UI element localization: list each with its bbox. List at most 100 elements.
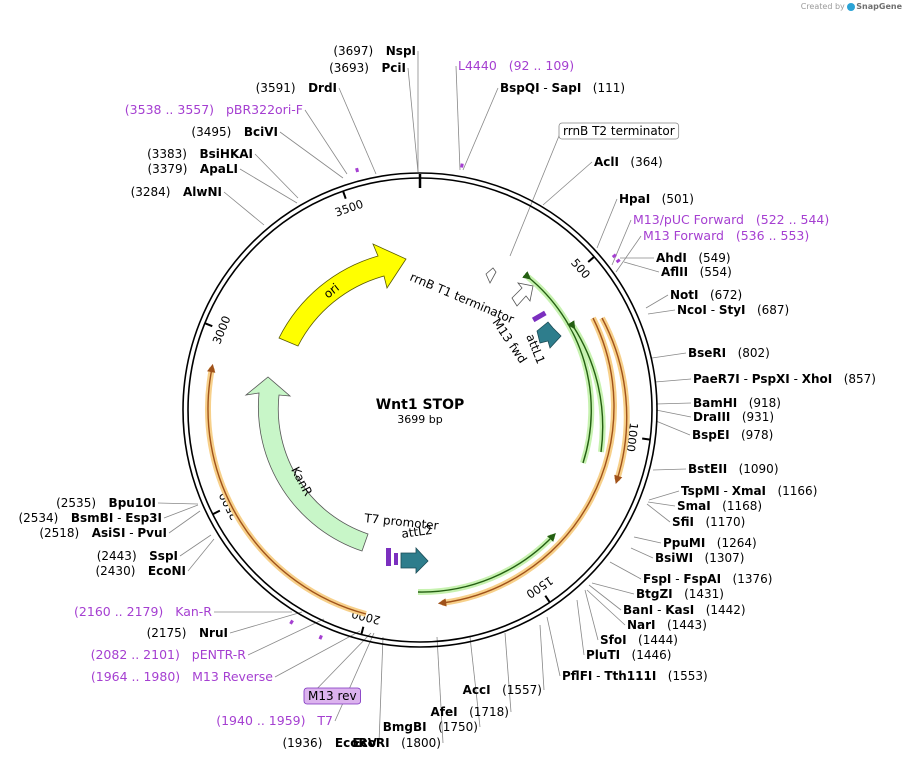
- site-leader-line: [187, 538, 215, 572]
- site-label-text: (2443) SspI: [97, 549, 178, 563]
- site-position: (1431): [673, 587, 724, 601]
- enzyme-name: DraIII: [693, 410, 730, 424]
- site-label-sfoi: SfoI (1444): [600, 633, 678, 647]
- tick-mark: [587, 256, 595, 263]
- site-label-text: BspQI - SapI (111): [500, 81, 625, 95]
- site-leader-line: [655, 409, 692, 418]
- site-label-alwni: (3284) AlwNI: [131, 185, 222, 199]
- enzyme-name: TspMI: [681, 484, 720, 498]
- site-leader-line: [588, 584, 622, 611]
- site-label-rrnb-t2-terminator: rrnB T2 terminator: [558, 122, 680, 140]
- credit-brand: SnapGene: [856, 2, 902, 11]
- site-leader-line: [652, 468, 687, 471]
- site-leader-line: [455, 65, 461, 171]
- site-label-text: DraIII (931): [693, 410, 774, 424]
- site-position: (3693): [329, 61, 369, 75]
- site-leader-line: [655, 420, 691, 436]
- site-label-tspmi-xmai: TspMI - XmaI (1166): [681, 484, 817, 498]
- site-label-text: (3697) NspI: [333, 44, 416, 58]
- enzyme-name: BciVI: [231, 125, 278, 139]
- site-position: -: [720, 484, 732, 498]
- primer-text: T7: [305, 713, 333, 728]
- site-leader-line: [596, 198, 618, 249]
- site-leader-line: [623, 261, 660, 273]
- attL2-label: attL2: [400, 523, 433, 541]
- site-position: -: [790, 372, 802, 386]
- site-label-2082-2101-pentr-r: (2082 .. 2101) pENTR-R: [91, 647, 247, 662]
- enzyme-name: Esp3I: [125, 511, 162, 525]
- site-label-text: (3383) BsiHKAI: [147, 147, 253, 161]
- green-arc-1: [526, 274, 595, 464]
- primer-text: (536 .. 553): [724, 228, 809, 243]
- site-label-text: (1936) EcoRV: [282, 736, 377, 750]
- site-label-ppumi: PpuMI (1264): [663, 536, 757, 550]
- site-label-aflii: AflII (554): [661, 265, 732, 279]
- site-position: -: [740, 372, 752, 386]
- site-leader-line: [615, 235, 642, 273]
- credit-prefix: Created by: [800, 2, 845, 11]
- label-box: [558, 122, 680, 140]
- site-label-text: (3693) PciI: [329, 61, 406, 75]
- tick-label: 3500: [333, 197, 365, 220]
- enzyme-name: BstEII: [688, 462, 727, 476]
- enzyme-name: Bpu10I: [96, 496, 156, 510]
- site-label-text: (2430) EcoNI: [95, 564, 186, 578]
- site-leader-line: [654, 378, 692, 383]
- enzyme-name: DrdI: [296, 81, 337, 95]
- site-label-text: BstEII (1090): [688, 462, 779, 476]
- primer-text: (92 .. 109): [497, 58, 574, 73]
- site-label-noti: NotI (672): [670, 288, 742, 302]
- site-position: (3379): [147, 162, 187, 176]
- site-leader-line: [647, 501, 676, 507]
- site-position: (931): [730, 410, 774, 424]
- orange-arc-left-core: [207, 363, 367, 615]
- site-label-draiii: DraIII (931): [693, 410, 774, 424]
- plasmid-length: 3699 bp: [397, 413, 442, 426]
- site-position: (1307): [693, 551, 744, 565]
- site-label-asisi-pvui: (2518) AsiSI - PvuI: [39, 526, 167, 540]
- site-position: (1442): [694, 603, 745, 617]
- site-label-2160-2179-kan-r: (2160 .. 2179) Kan-R: [74, 604, 212, 619]
- site-label-text: (3379) ApaLI: [147, 162, 238, 176]
- site-leader-line: [157, 502, 199, 505]
- site-label-bsmbi-esp3i: (2534) BsmBI - Esp3I: [18, 511, 162, 525]
- site-label-text: BseRI (802): [688, 346, 770, 360]
- site-position: (2534): [18, 511, 58, 525]
- site-label-nari: NarI (1443): [627, 618, 707, 632]
- attL1-feature: [536, 321, 562, 349]
- site-label-econi: (2430) EcoNI: [95, 564, 186, 578]
- site-label-text: EcoRI (1800): [352, 736, 441, 750]
- site-label-drdi: (3591) DrdI: [256, 81, 337, 95]
- site-label-text: HpaI (501): [619, 192, 694, 206]
- primer-text: pBR322ori-F: [214, 102, 303, 117]
- enzyme-name: EcoRI: [352, 736, 389, 750]
- site-leader-line: [630, 547, 654, 559]
- site-position: (1718): [458, 705, 509, 719]
- ori-feature: [278, 243, 407, 347]
- primer-text: (1964 .. 1980): [91, 669, 180, 684]
- primer-text: M13 Forward: [643, 228, 724, 243]
- site-label-pflfi-tth111i: PflFI - Tth111I (1553): [562, 669, 708, 683]
- enzyme-name: ApaLI: [187, 162, 238, 176]
- site-label-text: (2160 .. 2179) Kan-R: [74, 604, 212, 619]
- site-label-text: L4440 (92 .. 109): [458, 58, 574, 73]
- site-leader-line: [168, 510, 201, 534]
- site-leader-line: [611, 219, 632, 266]
- site-position: (1170): [694, 515, 745, 529]
- t7-promoter-mark-2: [394, 553, 398, 565]
- enzyme-name: BsiWI: [655, 551, 693, 565]
- site-position: (1166): [766, 484, 817, 498]
- attL2-feature: [400, 546, 429, 574]
- enzyme-name: KasI: [665, 603, 694, 617]
- site-leader-line: [504, 632, 512, 713]
- enzyme-name: BamHI: [693, 396, 737, 410]
- site-label-hpai: HpaI (501): [619, 192, 694, 206]
- site-label-text: AclI (364): [594, 155, 663, 169]
- site-leader-line: [655, 402, 692, 405]
- enzyme-name: BsmBI: [58, 511, 113, 525]
- site-position: (364): [619, 155, 663, 169]
- site-label-acci: AccI (1557): [463, 683, 542, 697]
- enzyme-name: NspI: [373, 44, 416, 58]
- site-label-sspi: (2443) SspI: [97, 549, 178, 563]
- primer-mark: [289, 619, 294, 625]
